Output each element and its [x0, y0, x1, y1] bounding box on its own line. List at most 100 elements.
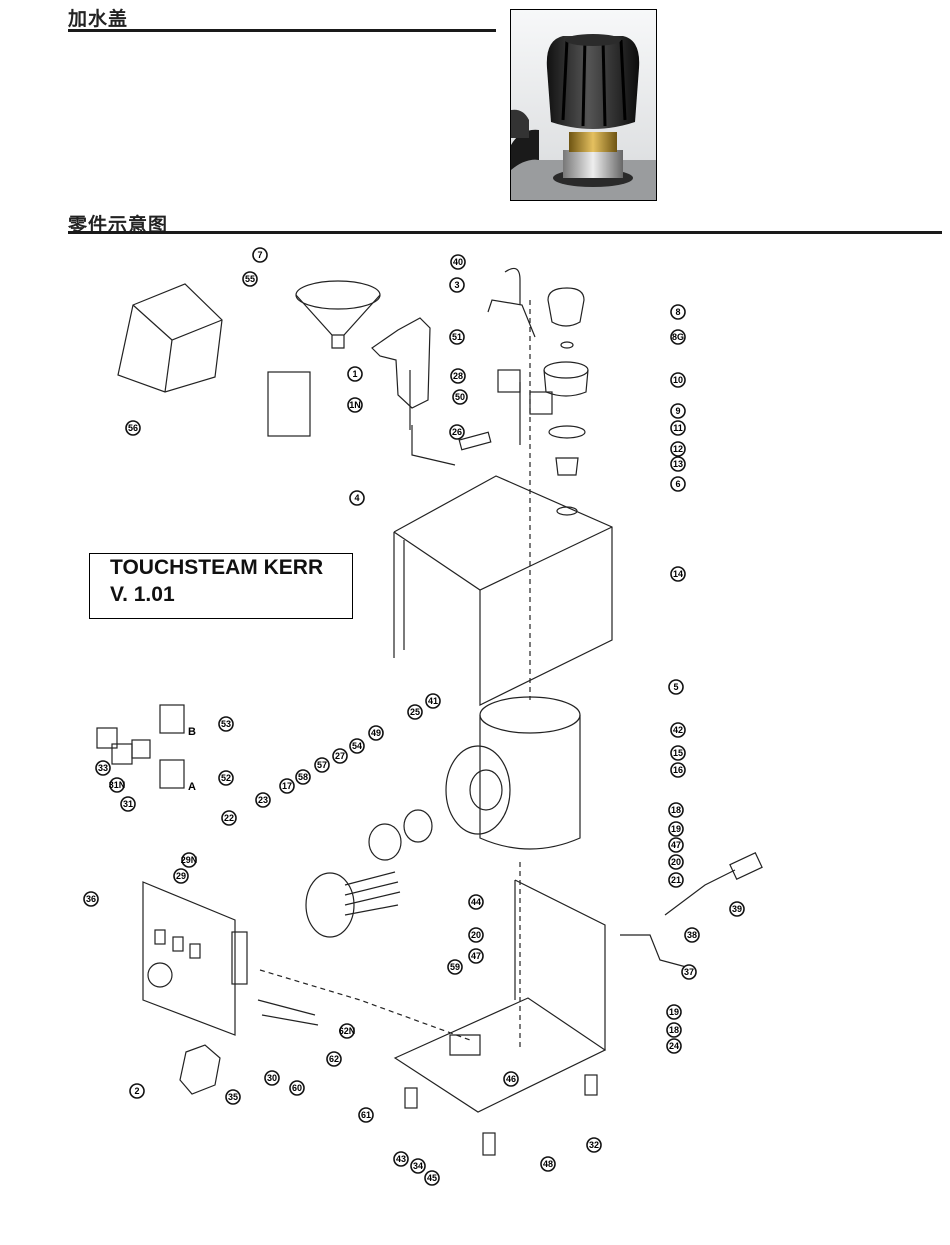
- parts-section-rule: [68, 231, 942, 234]
- callout-number: 20: [471, 930, 481, 940]
- callout-c33: 33: [96, 761, 110, 775]
- callout-c15: 15: [671, 746, 685, 760]
- callout-number: 59: [450, 962, 460, 972]
- model-version: V. 1.01: [110, 581, 352, 608]
- callout-number: 50: [455, 392, 465, 402]
- callout-number: 38: [687, 930, 697, 940]
- callout-c20a: 20: [669, 855, 683, 869]
- callout-c45: 45: [425, 1171, 439, 1185]
- callout-number: 31: [123, 799, 133, 809]
- switches-part: [97, 705, 184, 788]
- callout-number: 47: [671, 840, 681, 850]
- callout-c55: 55: [243, 272, 257, 286]
- callout-number: 21: [671, 875, 681, 885]
- callout-c22: 22: [222, 811, 236, 825]
- callout-c62N: 62N: [339, 1024, 356, 1038]
- callout-c30: 30: [265, 1071, 279, 1085]
- callout-c57: 57: [315, 758, 329, 772]
- callout-c19a: 19: [669, 822, 683, 836]
- callout-number: 17: [282, 781, 292, 791]
- callout-number: 15: [673, 748, 683, 758]
- callout-c37: 37: [682, 965, 696, 979]
- callout-c35: 35: [226, 1090, 240, 1104]
- callout-number: 14: [673, 569, 683, 579]
- callout-number: 55: [245, 274, 255, 284]
- callout-c59: 59: [448, 960, 462, 974]
- callout-c32: 32: [587, 1138, 601, 1152]
- callout-number: 18: [671, 805, 681, 815]
- callout-number: 18: [669, 1025, 679, 1035]
- callout-number: 5: [673, 682, 678, 692]
- callout-c38: 38: [685, 928, 699, 942]
- callout-number: 35: [228, 1092, 238, 1102]
- valve-tips-part: [268, 372, 310, 436]
- callout-number: 24: [669, 1041, 679, 1051]
- callout-c52: 52: [219, 771, 233, 785]
- callout-number: 23: [258, 795, 268, 805]
- callout-number: 53: [221, 719, 231, 729]
- callout-c36: 36: [84, 892, 98, 906]
- callout-c53: 53: [219, 717, 233, 731]
- callout-number: 40: [453, 257, 463, 267]
- callout-c42: 42: [671, 723, 685, 737]
- callout-c58: 58: [296, 770, 310, 784]
- callout-c26: 26: [450, 425, 464, 439]
- callout-c43: 43: [394, 1152, 408, 1166]
- callout-c11: 11: [671, 421, 685, 435]
- callout-number: 32: [589, 1140, 599, 1150]
- callout-c8: 8: [671, 305, 685, 319]
- top-casing-part: [394, 476, 612, 705]
- callout-number: 41: [428, 696, 438, 706]
- exploded-view-svg: 7555611N40351285026488G10911121361455352…: [0, 236, 950, 1241]
- callout-c31N: 31N: [109, 778, 126, 792]
- callout-c27: 27: [333, 749, 347, 763]
- callout-number: 10: [673, 375, 683, 385]
- callout-c31: 31: [121, 797, 135, 811]
- callout-number: 12: [673, 444, 683, 454]
- callout-number: 1: [352, 369, 357, 379]
- callout-c24: 24: [667, 1039, 681, 1053]
- callout-c54: 54: [350, 739, 364, 753]
- callout-number: 6: [675, 479, 680, 489]
- callout-c18b: 18: [667, 1023, 681, 1037]
- cap-section-rule: [68, 29, 496, 32]
- callout-number: 19: [669, 1007, 679, 1017]
- callout-number: 48: [543, 1159, 553, 1169]
- callout-number: 25: [410, 707, 420, 717]
- model-name: TOUCHSTEAM KERR: [110, 554, 352, 581]
- callout-number: 8: [675, 307, 680, 317]
- callout-number: 57: [317, 760, 327, 770]
- steam-wand-part: [372, 318, 455, 465]
- solenoid-valve-part: [459, 370, 552, 450]
- callout-number: 61: [361, 1110, 371, 1120]
- callout-number: 49: [371, 728, 381, 738]
- callout-c3: 3: [450, 278, 464, 292]
- callout-number: 11: [673, 423, 683, 433]
- callout-c5: 5: [669, 680, 683, 694]
- callout-number: 60: [292, 1083, 302, 1093]
- callout-number: 62N: [339, 1026, 356, 1036]
- callout-c47b: 47: [469, 949, 483, 963]
- callout-number: 28: [453, 371, 463, 381]
- callout-number: 29: [176, 871, 186, 881]
- callout-c7: 7: [253, 248, 267, 262]
- callout-c41: 41: [426, 694, 440, 708]
- callout-number: 47: [471, 951, 481, 961]
- callout-c19b: 19: [667, 1005, 681, 1019]
- callout-c18a: 18: [669, 803, 683, 817]
- fill-cap-photo: [510, 9, 657, 201]
- funnel-part: [296, 281, 380, 348]
- callout-c29: 29: [174, 869, 188, 883]
- callout-c25: 25: [408, 705, 422, 719]
- callout-c2: 2: [130, 1084, 144, 1098]
- callout-number: 42: [673, 725, 683, 735]
- model-label-box: TOUCHSTEAM KERR V. 1.01: [89, 553, 353, 619]
- callout-number: 3: [454, 280, 459, 290]
- callout-number: 20: [671, 857, 681, 867]
- callout-c29N: 29N: [181, 853, 198, 867]
- callout-c34: 34: [411, 1159, 425, 1173]
- callout-number: 19: [671, 824, 681, 834]
- callout-c47a: 47: [669, 838, 683, 852]
- callout-number: 54: [352, 741, 362, 751]
- callout-number: 46: [506, 1074, 516, 1084]
